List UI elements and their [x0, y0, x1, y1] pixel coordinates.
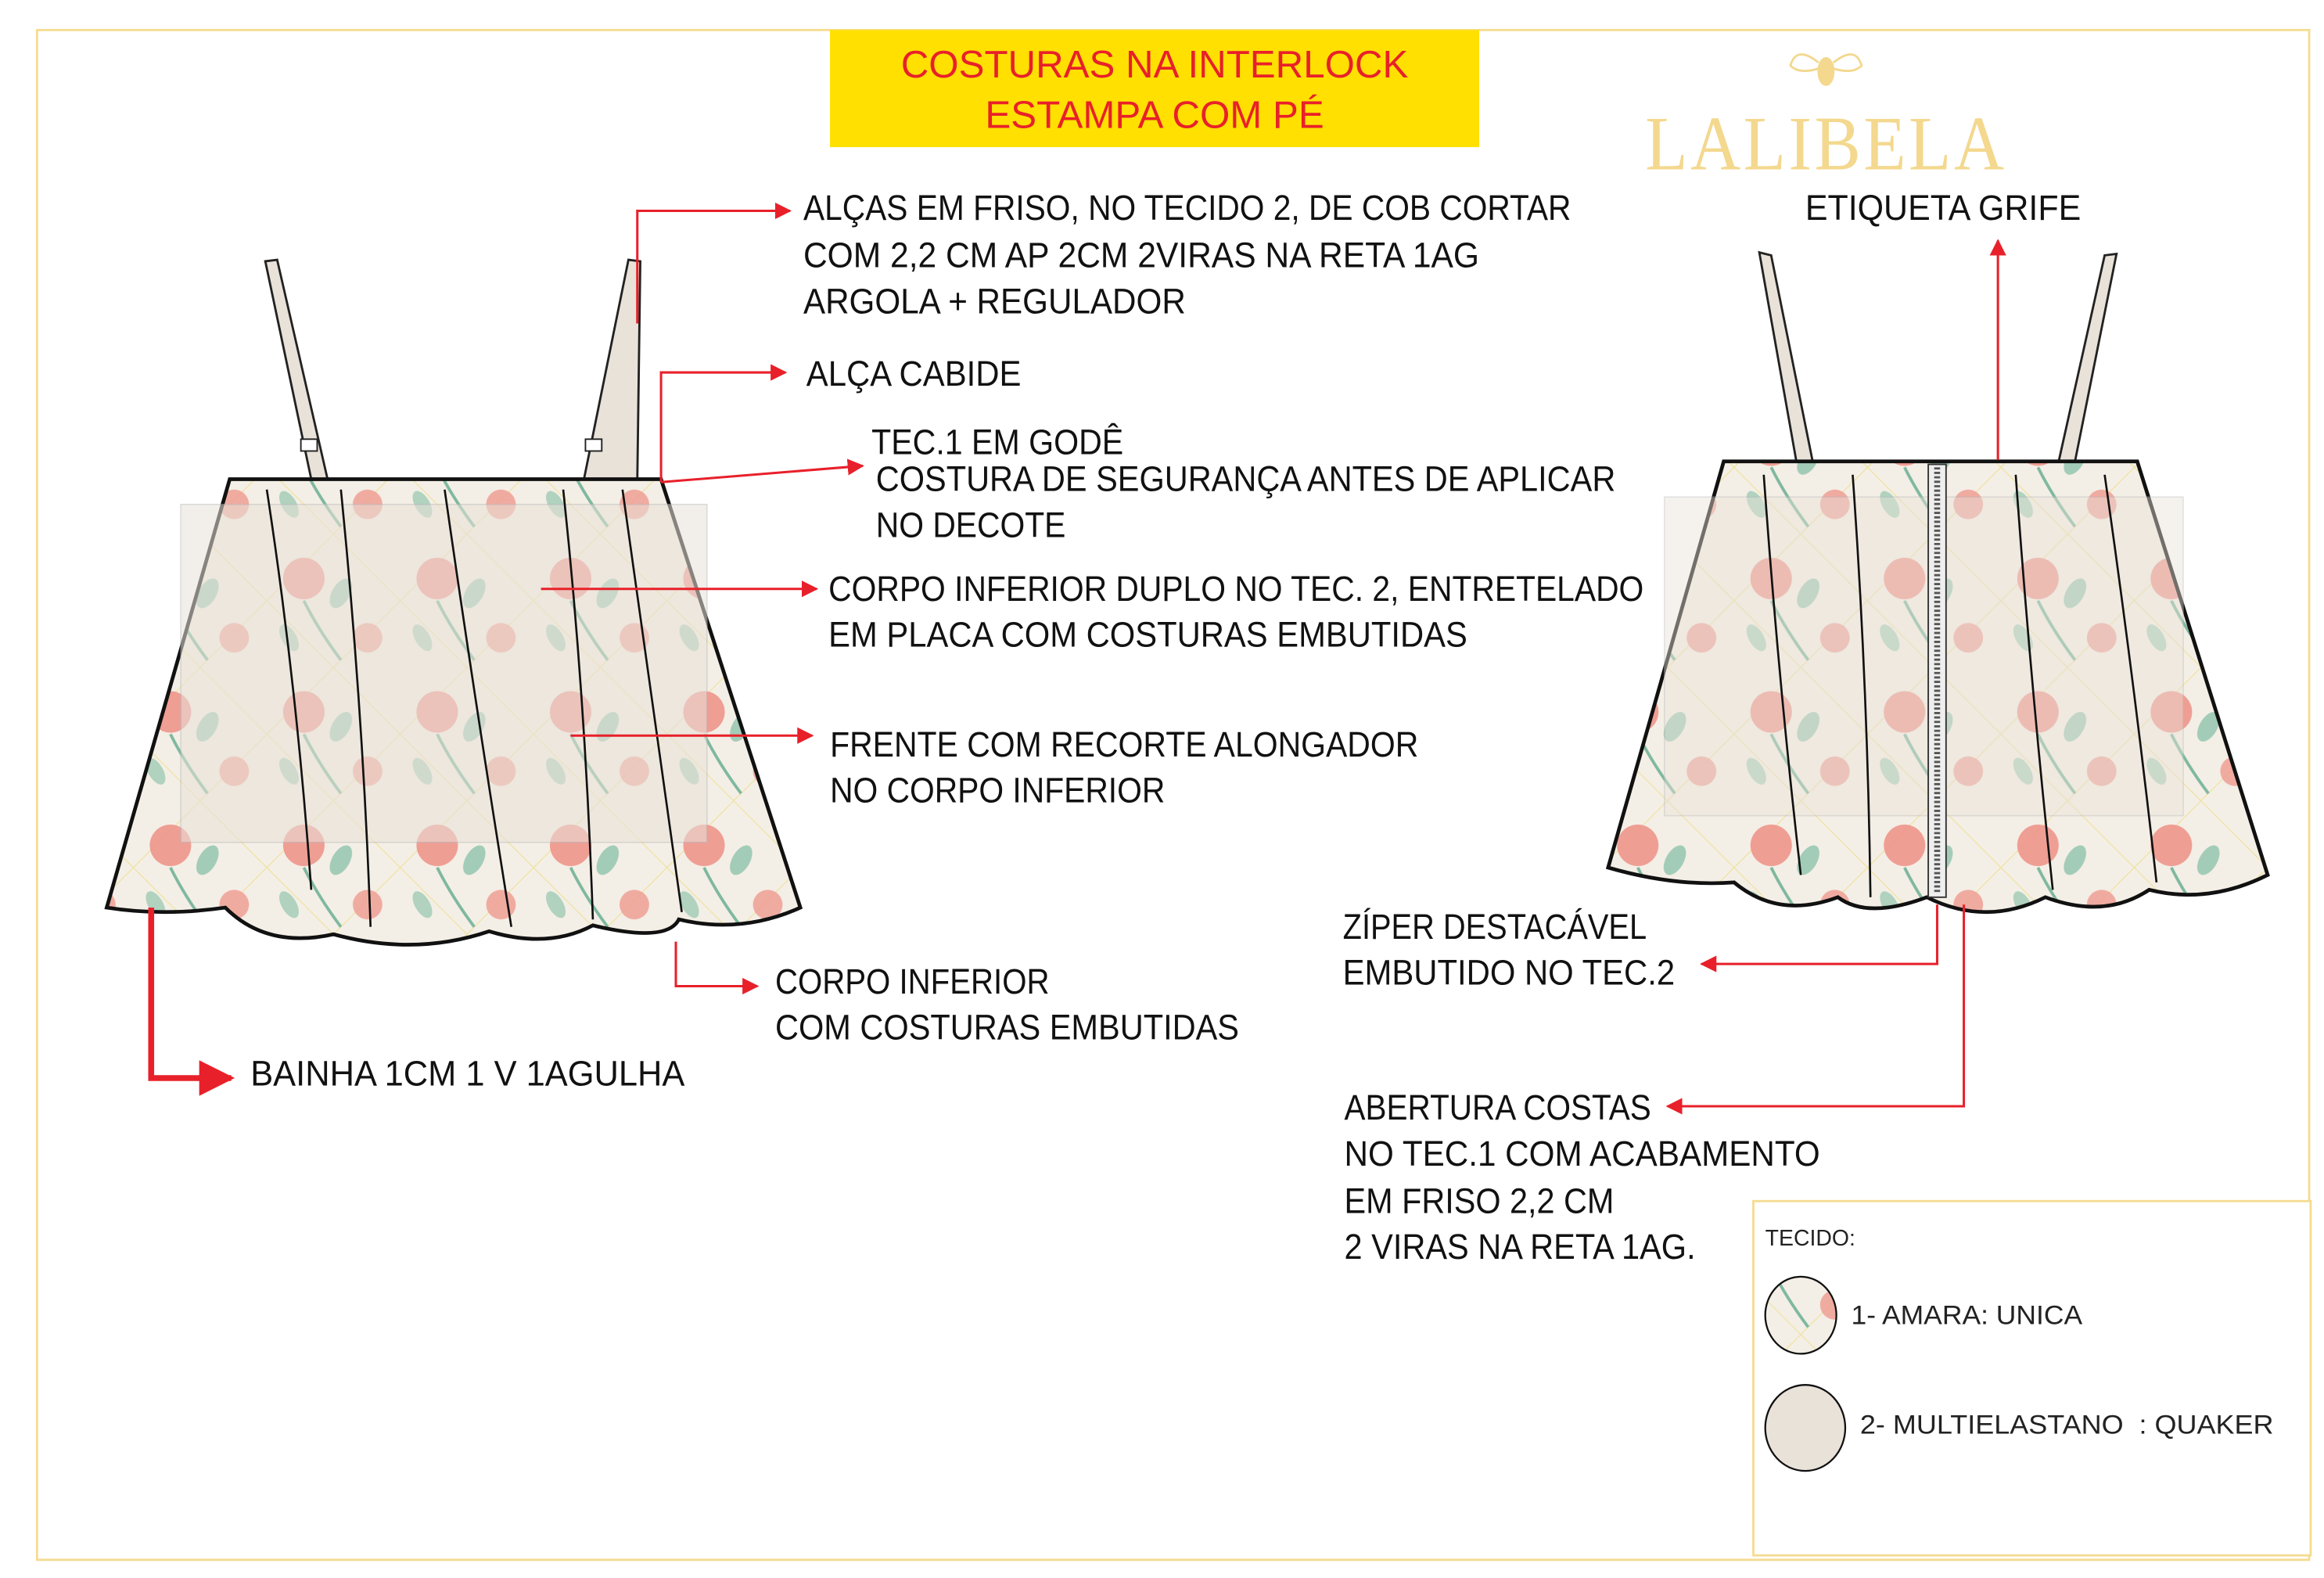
note-hem: BAINHA 1CM 1 V 1AGULHA [250, 1053, 685, 1093]
note-line: TEC.1 EM GODÊ [871, 422, 1123, 462]
brand-name: LALIBELA [1645, 101, 2006, 186]
title-line-2: ESTAMPA COM PÉ [985, 93, 1324, 136]
note-front-panel: FRENTE COM RECORTE ALONGADOR NO CORPO IN… [830, 724, 1418, 811]
note-line: NO CORPO INFERIOR [830, 771, 1165, 811]
front-strap-left [264, 258, 329, 480]
note-neckline: TEC.1 EM GODÊ COSTURA DE SEGURANÇA ANTES… [871, 422, 1615, 545]
note-line: ALÇAS EM FRISO, NO TECIDO 2, DE COB CORT… [803, 188, 1571, 228]
note-zipper: ZÍPER DESTACÁVEL EMBUTIDO NO TEC.2 [1343, 907, 1675, 993]
note-line: COM 2,2 CM AP 2CM 2VIRAS NA RETA 1AG [803, 235, 1479, 275]
title-box: COSTURAS NA INTERLOCK ESTAMPA COM PÉ [830, 30, 1479, 148]
annotation-arrows [148, 202, 2006, 1115]
legend-item-1: 1- AMARA: UNICA [1852, 1301, 2083, 1331]
note-back-opening: ABERTURA COSTAS NO TEC.1 COM ACABAMENTO … [1345, 1087, 1820, 1267]
bee-icon [1789, 53, 1863, 86]
note-lower-body: CORPO INFERIOR DUPLO NO TEC. 2, ENTRETEL… [828, 569, 1643, 655]
note-line: NO DECOTE [876, 505, 1066, 545]
note-lower-seams: CORPO INFERIOR COM COSTURAS EMBUTIDAS [775, 962, 1239, 1048]
note-line: CORPO INFERIOR [775, 962, 1050, 1001]
note-line: FRENTE COM RECORTE ALONGADOR [830, 724, 1418, 764]
brand-logo: LALIBELA [1645, 53, 2006, 186]
note-line: ARGOLA + REGULADOR [803, 281, 1186, 321]
title-line-1: COSTURAS NA INTERLOCK [901, 43, 1409, 86]
front-garment [104, 258, 803, 947]
fabric-legend: TECIDO: 1- AMARA: UNICA 2- MULTIELASTANO… [1752, 1199, 2312, 1557]
swatch-floral [1764, 1275, 1837, 1355]
brand-label-note: ETIQUETA GRIFE [1805, 188, 2081, 228]
note-line: COM COSTURAS EMBUTIDAS [775, 1008, 1239, 1048]
note-line: COSTURA DE SEGURANÇA ANTES DE APLICAR [876, 459, 1615, 499]
back-strap-left [1758, 250, 1815, 463]
note-line: ABERTURA COSTAS [1345, 1087, 1651, 1127]
legend-item-2: 2- MULTIELASTANO : QUAKER [1860, 1411, 2274, 1440]
note-line: EM PLACA COM COSTURAS EMBUTIDAS [828, 615, 1467, 655]
front-inner-panel [180, 503, 708, 843]
note-line: EMBUTIDO NO TEC.2 [1343, 953, 1675, 993]
note-line: NO TEC.1 COM ACABAMENTO [1345, 1134, 1820, 1174]
note-straps: ALÇAS EM FRISO, NO TECIDO 2, DE COB CORT… [803, 188, 1571, 321]
note-line: ZÍPER DESTACÁVEL [1343, 907, 1647, 947]
swatch-quaker [1764, 1384, 1847, 1472]
back-strap-right [2057, 252, 2118, 463]
note-line: CORPO INFERIOR DUPLO NO TEC. 2, ENTRETEL… [828, 569, 1643, 609]
note-hanger: ALÇA CABIDE [806, 354, 1022, 394]
note-line: EM FRISO 2,2 CM [1345, 1181, 1615, 1220]
note-line: 2 VIRAS NA RETA 1AG. [1345, 1227, 1696, 1267]
zipper [1927, 463, 1947, 898]
legend-title: TECIDO: [1765, 1226, 1855, 1251]
back-garment [1605, 250, 2270, 915]
